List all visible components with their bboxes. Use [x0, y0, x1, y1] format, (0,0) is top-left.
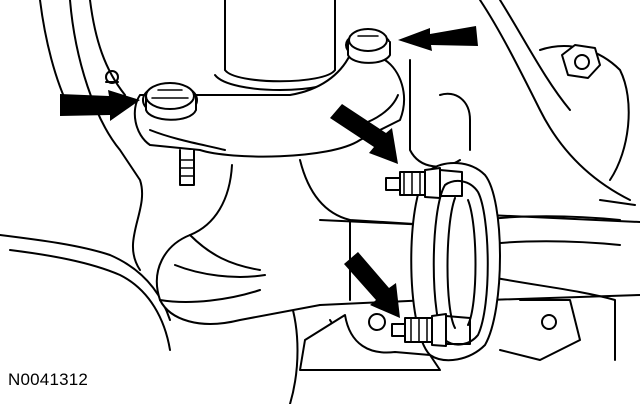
clamp-bolt-upper	[385, 167, 463, 199]
flange-ring	[410, 162, 501, 362]
figure-id-label: N0041312	[8, 370, 89, 389]
arrow-left-flange-nut	[60, 90, 140, 121]
upper-flange	[133, 54, 405, 158]
small-bolt	[105, 70, 119, 84]
arrow-lower-clamp-bolt	[344, 252, 400, 318]
flange-nut-top	[345, 28, 391, 64]
upper-pipe	[214, 0, 346, 91]
arrow-top-right-flange-nut	[398, 26, 478, 51]
arrow-upper-clamp-bolt	[330, 104, 398, 164]
lower-bracket	[299, 313, 441, 371]
background-nut	[561, 44, 601, 79]
flange-nut-left	[142, 82, 198, 121]
flange-stud	[179, 149, 195, 186]
floor-bolt	[541, 314, 557, 330]
clamp-bolt-lower	[391, 313, 471, 347]
down-pipe	[155, 159, 431, 325]
